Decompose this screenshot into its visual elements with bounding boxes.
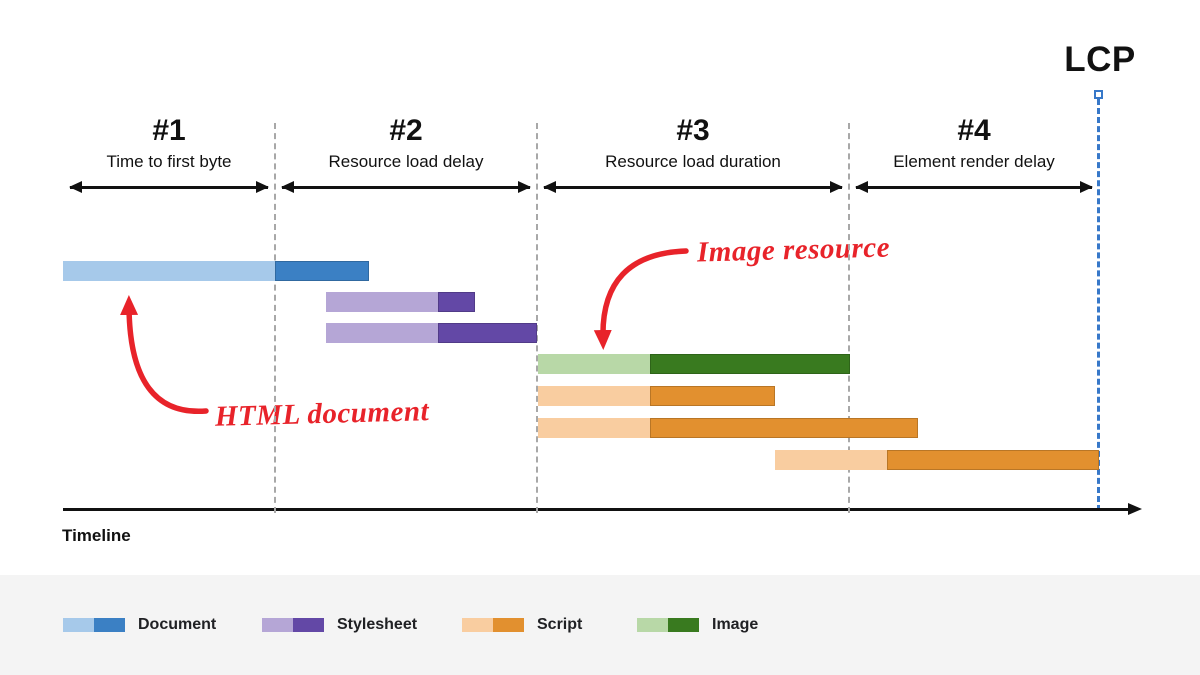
script-bar-6-dark bbox=[650, 418, 918, 438]
legend-label-script: Script bbox=[537, 616, 583, 633]
legend-swatch-stylesheet bbox=[262, 618, 324, 632]
image-bar-4-dark bbox=[650, 354, 850, 374]
legend-item-script: Script bbox=[462, 616, 582, 634]
phase-span-arrow-2 bbox=[281, 181, 531, 193]
lcp-dashed-line bbox=[1097, 99, 1100, 511]
phase-name-3: Resource load duration bbox=[605, 152, 781, 171]
stylesheet-bar-2-light bbox=[326, 292, 438, 312]
lcp-label: LCP bbox=[1064, 40, 1136, 79]
legend-item-stylesheet: Stylesheet bbox=[262, 616, 417, 634]
legend-label-image: Image bbox=[712, 616, 759, 633]
document-bar-1-dark bbox=[275, 261, 369, 281]
phase-number-2: #2 bbox=[389, 114, 423, 147]
legend-swatch-document bbox=[63, 618, 125, 632]
phase-name-2: Resource load delay bbox=[328, 152, 484, 171]
timeline-axis-arrowhead-icon bbox=[1128, 503, 1142, 515]
red-arrow-to-document-bar bbox=[120, 295, 209, 414]
legend-item-document: Document bbox=[63, 616, 216, 634]
document-bar-1-light bbox=[63, 261, 275, 281]
lcp-marker-square bbox=[1094, 90, 1103, 99]
phase-name-1: Time to first byte bbox=[106, 152, 232, 171]
legend-item-image: Image bbox=[637, 616, 758, 634]
stylesheet-bar-3-dark bbox=[438, 323, 537, 343]
script-bar-7-dark bbox=[887, 450, 1099, 470]
annotation-html-document: HTML document bbox=[214, 395, 430, 433]
legend-swatch-image bbox=[637, 618, 699, 632]
legend-label-document: Document bbox=[138, 616, 217, 633]
phase-divider-3 bbox=[848, 123, 850, 513]
phase-span-arrow-3 bbox=[543, 181, 843, 193]
script-bar-7-light bbox=[775, 450, 887, 470]
phase-name-4: Element render delay bbox=[893, 152, 1055, 171]
red-arrow-to-image-bar bbox=[593, 248, 689, 350]
annotation-image-resource: Image resource bbox=[696, 231, 891, 269]
script-bar-5-dark bbox=[650, 386, 775, 406]
timeline-axis-label: Timeline bbox=[62, 526, 131, 545]
phase-number-3: #3 bbox=[676, 114, 710, 147]
phase-span-arrow-4 bbox=[855, 181, 1093, 193]
image-bar-4-light bbox=[538, 354, 650, 374]
phase-span-arrow-1 bbox=[69, 181, 269, 193]
script-bar-5-light bbox=[538, 386, 650, 406]
script-bar-6-light bbox=[538, 418, 650, 438]
stylesheet-bar-2-dark bbox=[438, 292, 475, 312]
timeline-axis bbox=[63, 508, 1129, 511]
phase-divider-1 bbox=[274, 123, 276, 513]
legend-label-stylesheet: Stylesheet bbox=[337, 616, 418, 633]
phase-divider-2 bbox=[536, 123, 538, 513]
legend-band bbox=[0, 575, 1200, 675]
phase-number-4: #4 bbox=[957, 114, 991, 147]
phase-number-1: #1 bbox=[152, 114, 186, 147]
stylesheet-bar-3-light bbox=[326, 323, 438, 343]
legend-swatch-script bbox=[462, 618, 524, 632]
